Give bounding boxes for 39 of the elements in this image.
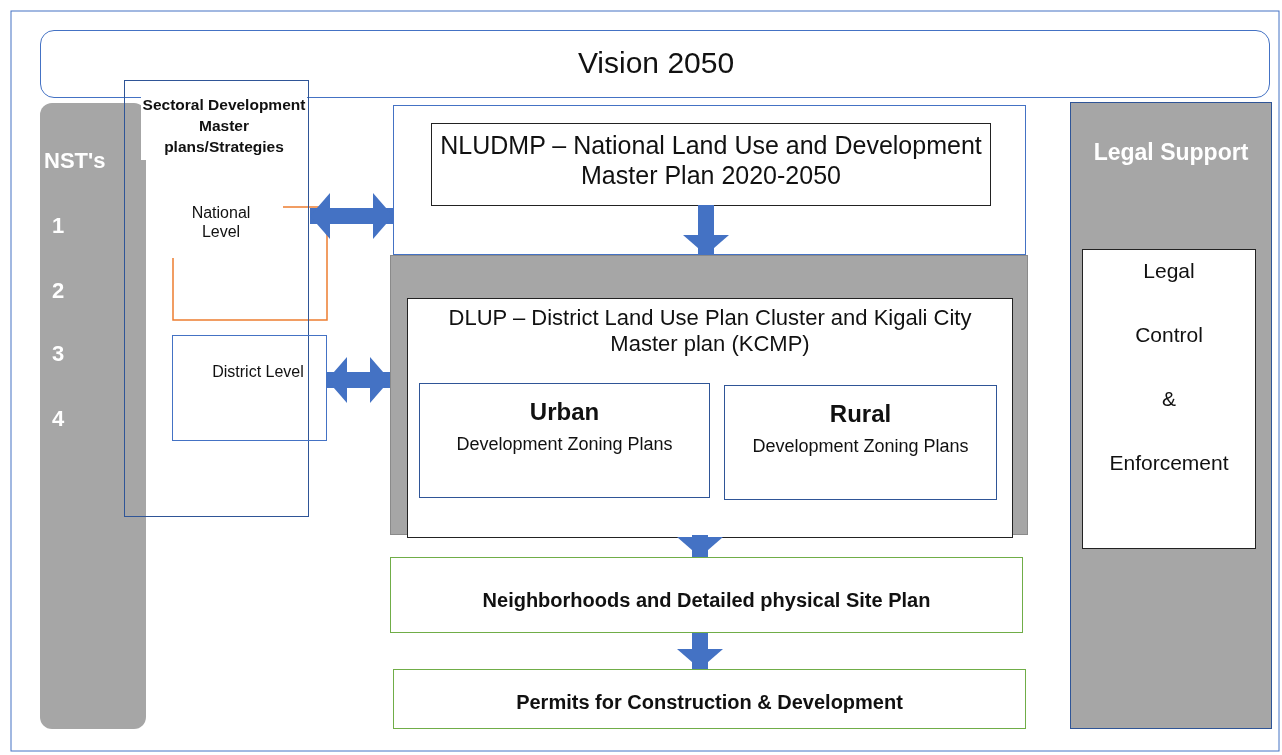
level-label: District Level [211,362,305,382]
legal-text: Control [1134,322,1204,348]
process-text: Neighborhoods and Detailed physical Site Plan [481,588,932,612]
list-number: 3 [52,341,66,368]
double-arrow [327,357,390,403]
process-box [393,669,1026,729]
plan-title: DLUP – District Land Use Plan Cluster and Kigali City Master plan (KCMP) [447,305,973,358]
legal-panel [1070,102,1272,729]
zone-heading: Rural [828,400,893,429]
zone-text: Development Zoning Plans [751,436,970,458]
legal-text: Enforcement [1108,450,1230,476]
list-number: 1 [52,213,66,240]
level-label: National Level [190,203,252,242]
zoning-box [419,383,710,498]
plan-box [407,298,1013,538]
arrow [677,633,723,669]
arrow [677,535,723,557]
legal-box [1082,249,1256,549]
legal-text: Legal [1142,258,1196,284]
zone-heading: Urban [528,398,601,427]
plan-box [431,123,991,206]
zoning-box [724,385,997,500]
district-panel [390,255,1028,535]
zone-text: Development Zoning Plans [455,434,674,456]
panel-heading: Legal Support [1092,139,1250,167]
double-arrow [310,193,393,239]
sector-box [124,80,309,517]
vision-banner [40,30,1270,98]
legal-text: & [1161,386,1177,412]
title-text: Vision 2050 [576,45,736,81]
plan-title: NLUDMP – National Land Use and Development Master Plan 2020-2050 [439,130,983,190]
process-text: Permits for Construction & Development [515,690,904,714]
list-number: 4 [52,406,66,433]
level-box [172,335,327,441]
list-number: 2 [52,278,66,305]
panel-heading: NST's [44,148,107,175]
national-frame [393,105,1026,255]
process-box [390,557,1023,633]
arrow [683,205,729,255]
